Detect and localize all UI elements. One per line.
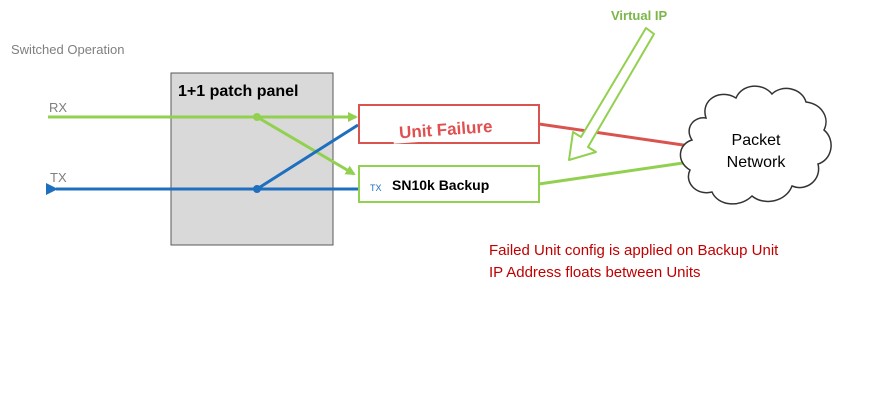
unit-failure-banner <box>392 112 500 144</box>
tx-failed-line <box>256 123 359 191</box>
backup-unit-box <box>358 165 540 203</box>
virtual-ip-label: Virtual IP <box>611 8 667 23</box>
tx-label: TX <box>50 170 67 185</box>
packet-network-cloud <box>679 85 832 205</box>
failed-unit-network-link <box>538 122 691 148</box>
tx-merge-node <box>253 185 261 193</box>
patch-panel-label: 1+1 patch panel <box>178 83 299 100</box>
rx-label: RX <box>49 100 67 115</box>
network-label-line2: Network <box>727 154 787 171</box>
backup-tx-label: TX <box>370 183 382 193</box>
virtual-ip-arrow <box>568 27 655 161</box>
note-line1: Failed Unit config is applied on Backup … <box>489 242 779 259</box>
rx-backup-line <box>256 115 356 176</box>
diagram-title: Switched Operation <box>11 42 124 57</box>
note-line2: IP Address floats between Units <box>489 264 701 281</box>
network-label-line1: Packet <box>732 132 781 149</box>
backup-unit-network-link <box>538 160 691 186</box>
backup-unit-label: SN10k Backup <box>392 177 489 193</box>
